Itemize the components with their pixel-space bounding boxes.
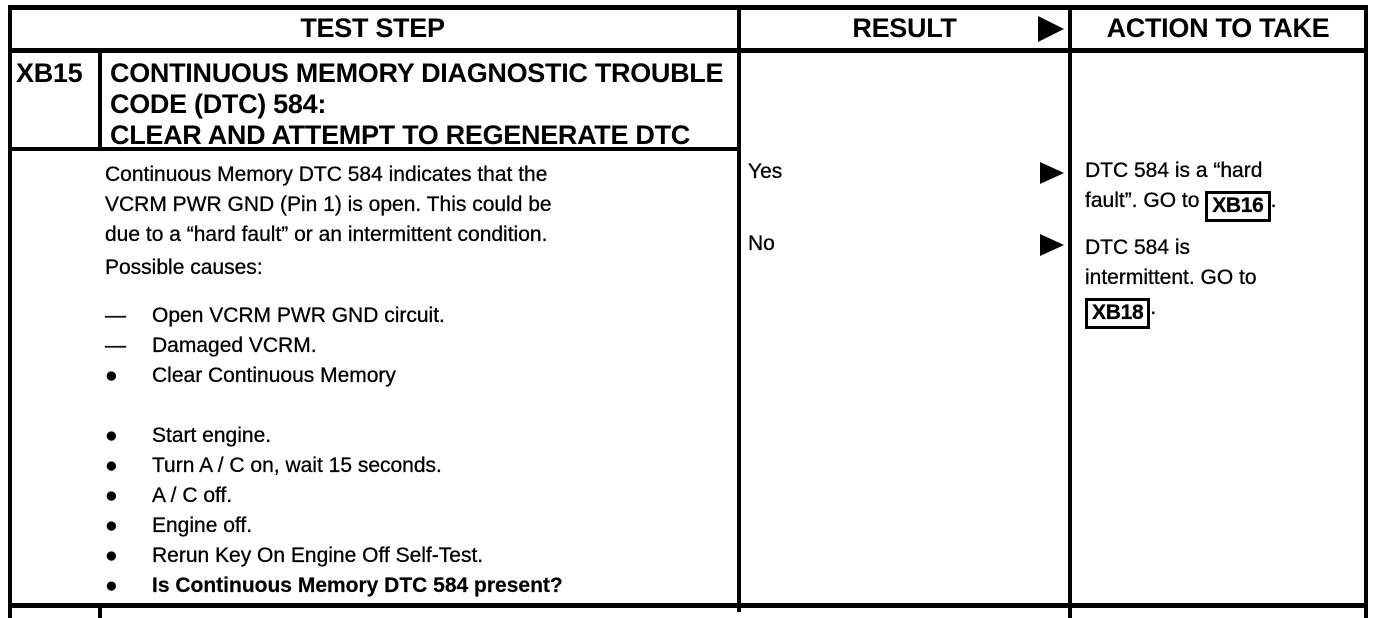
test-step-body: Continuous Memory DTC 584 indicates that… [105, 160, 740, 601]
row-bottom-rule [8, 603, 1368, 608]
bullet-icon: ● [105, 544, 118, 567]
bullet-icon: ● [105, 364, 118, 387]
result-yes-arrow-icon [1040, 162, 1064, 184]
procedure-item: ● Turn A / C on, wait 15 seconds. [105, 451, 740, 481]
step-reference-xb16: XB16 [1205, 191, 1271, 222]
action-text: DTC 584 is a “hard [1085, 159, 1263, 182]
action-text: . [1270, 189, 1277, 212]
step-title-line: CLEAR AND ATTEMPT TO REGENERATE DTC [110, 120, 690, 150]
bullet-icon: ● [105, 454, 118, 477]
bullet-icon: ● [105, 574, 118, 597]
action-text: DTC 584 is [1085, 236, 1191, 259]
procedure-list-1: ● Clear Continuous Memory [105, 361, 740, 391]
list-item-text: A / C off. [152, 484, 233, 507]
question-item: ● Is Continuous Memory DTC 584 present? [105, 571, 740, 601]
possible-causes-list: — Open VCRM PWR GND circuit. — Damaged VCRM… [105, 301, 740, 361]
description-line: due to a “hard fault” or an intermittent… [105, 223, 548, 246]
action-line: DTC 584 is a “hard [1085, 156, 1367, 186]
possible-cause-item: — Open VCRM PWR GND circuit. [105, 301, 740, 331]
action-text: . [1150, 296, 1157, 319]
action-line: fault”. GO to XB16. [1085, 186, 1367, 222]
result-header-arrow-icon [1038, 16, 1064, 42]
procedure-item: ● Rerun Key On Engine Off Self-Test. [105, 541, 740, 571]
procedure-list-2: ● Start engine. ● Turn A / C on, wait 15 se… [105, 421, 740, 571]
list-item-text: Damaged VCRM. [152, 334, 317, 357]
step-title-line: CODE (DTC) 584: [110, 89, 327, 119]
header-test-step: TEST STEP [300, 13, 445, 43]
bullet-icon: ● [105, 424, 118, 447]
step-id: XB15 [16, 58, 83, 88]
result-no-arrow-icon [1040, 234, 1064, 256]
possible-causes-label: Possible causes: [105, 256, 263, 279]
action-line: intermittent. GO to [1085, 263, 1367, 293]
result-no-label: No [748, 232, 775, 255]
action-text: fault”. GO to [1085, 189, 1206, 212]
list-item-text: Open VCRM PWR GND circuit. [152, 304, 445, 327]
list-item-text: Turn A / C on, wait 15 seconds. [152, 454, 442, 477]
action-for-yes: DTC 584 is a “hard fault”. GO to XB16. [1085, 156, 1367, 222]
header-result: RESULT [852, 13, 957, 43]
bullet-icon: ● [105, 514, 118, 537]
bullet-icon: ● [105, 484, 118, 507]
procedure-item: ● A / C off. [105, 481, 740, 511]
step-title-line: CONTINUOUS MEMORY DIAGNOSTIC TROUBLE [110, 58, 724, 88]
possible-cause-item: — Damaged VCRM. [105, 331, 740, 361]
step-reference-xb18: XB18 [1085, 298, 1151, 329]
step-description: Continuous Memory DTC 584 indicates that… [105, 160, 740, 250]
table-left-border [8, 5, 12, 618]
description-line: Continuous Memory DTC 584 indicates that… [105, 163, 548, 186]
action-for-no: DTC 584 is intermittent. GO to XB18. [1085, 233, 1367, 329]
list-item-text: Clear Continuous Memory [152, 364, 396, 387]
list-item-text: Rerun Key On Engine Off Self-Test. [152, 544, 484, 567]
procedure-item: ● Clear Continuous Memory [105, 361, 740, 391]
question-text: Is Continuous Memory DTC 584 present? [152, 574, 563, 597]
list-item-text: Engine off. [152, 514, 253, 537]
header-bottom-rule [8, 48, 1368, 53]
next-row-id-divider-stub [98, 608, 102, 618]
column-divider-result [737, 5, 741, 612]
step-id-divider [98, 50, 102, 147]
step-header-bottom-rule [8, 147, 741, 151]
procedure-item: ● Engine off. [105, 511, 740, 541]
header-action-to-take: ACTION TO TAKE [1106, 13, 1330, 43]
result-yes-label: Yes [748, 160, 783, 183]
dash-icon: — [105, 304, 126, 327]
action-line: XB18. [1085, 293, 1367, 329]
procedure-item: ● Start engine. [105, 421, 740, 451]
list-item-text: Start engine. [152, 424, 272, 447]
table-top-border [8, 5, 1368, 10]
description-line: VCRM PWR GND (Pin 1) is open. This could… [105, 193, 552, 216]
column-divider-action [1068, 5, 1072, 618]
action-line: DTC 584 is [1085, 233, 1367, 263]
table-right-border [1364, 5, 1368, 618]
dash-icon: — [105, 334, 126, 357]
action-text: intermittent. GO to [1085, 266, 1257, 289]
